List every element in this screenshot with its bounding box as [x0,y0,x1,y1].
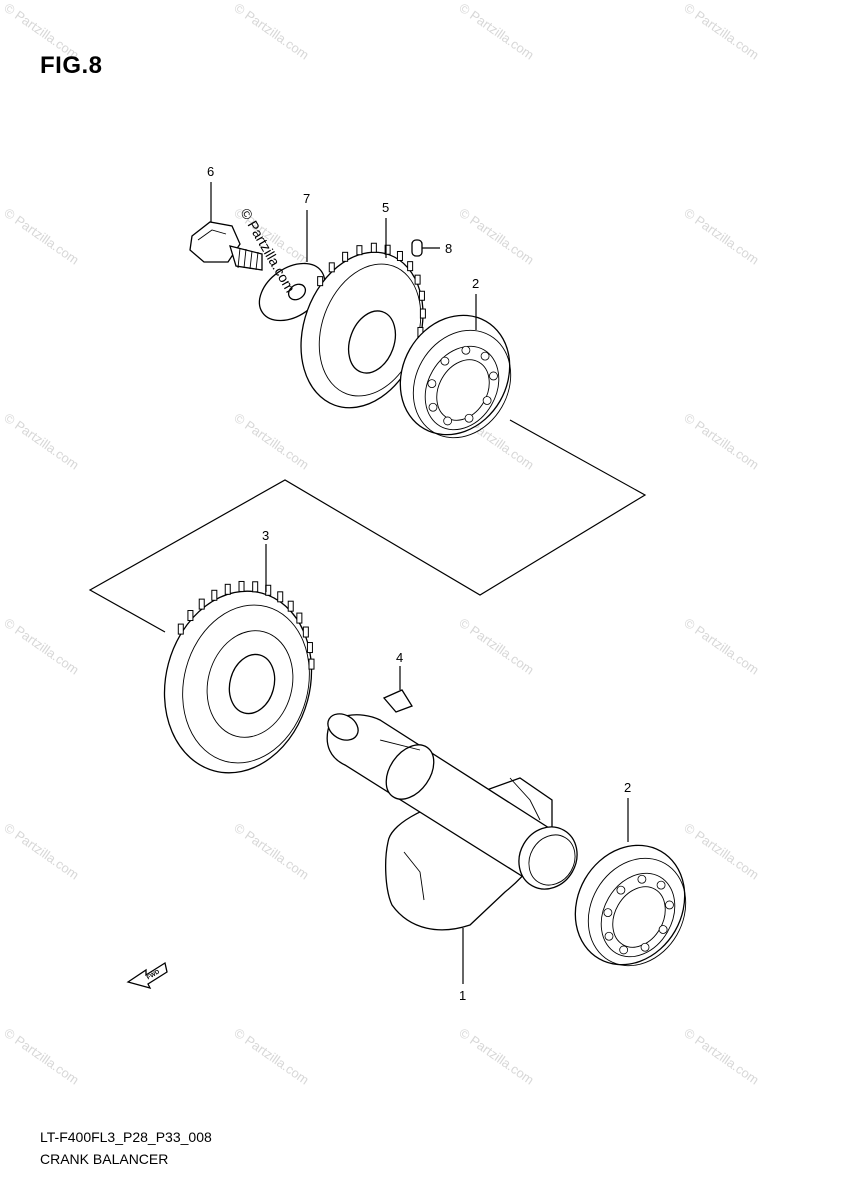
callout-2-upper: 2 [472,276,479,291]
gear-tooth [384,244,391,255]
gear-tooth [224,583,231,595]
bearing-lower-part[interactable] [554,825,706,984]
gear-tooth [277,591,284,603]
gear-tooth [414,274,421,285]
leader-lines [210,182,629,984]
flange-bolt-part[interactable] [189,221,263,271]
bearing-ball [604,931,614,941]
gear-tooth [342,251,349,262]
gear-tooth [370,242,377,253]
callout-5: 5 [382,200,389,215]
bearing-ball [427,379,437,389]
callout-6: 6 [207,164,214,179]
gear-tooth [252,581,259,593]
callout-8: 8 [445,241,452,256]
figure-code: LT-F400FL3_P28_P33_008 [40,1129,212,1145]
gear-tooth [287,600,294,612]
gear-tooth [211,589,218,601]
forward-arrow-icon: FWD [126,961,168,990]
callout-2-lower: 2 [624,780,631,795]
assembly-guide-lines [88,419,647,633]
gear-tooth [356,245,363,256]
gear-tooth [187,610,194,622]
gear-tooth [396,250,403,261]
bearing-ball [665,900,674,910]
gear-tooth [407,261,414,272]
bearing-upper-part[interactable] [379,295,531,455]
figure-name: CRANK BALANCER [40,1151,169,1167]
balancer-drive-gear-part[interactable] [145,574,332,789]
woodruff-key-part[interactable] [382,689,413,713]
gear-tooth [198,598,205,610]
bearing-ball [619,945,629,955]
dowel-pin-part[interactable] [411,239,423,257]
figure-title: FIG.8 [40,52,103,79]
gear-tooth [302,626,309,638]
gear-tooth [238,580,245,592]
bearing-ball [440,356,450,366]
balancer-shaft-part[interactable] [323,709,588,931]
callout-7: 7 [303,191,310,206]
bearing-ball [489,371,498,381]
callout-3: 3 [262,528,269,543]
gear-tooth [418,290,425,301]
gear-tooth [306,642,313,654]
bearing-ball [461,345,471,355]
callout-labels: 6 7 5 8 2 3 4 2 1 [207,164,631,1003]
bearing-ball [603,908,613,918]
bearing-ball [482,396,492,405]
gear-tooth [308,658,315,670]
bearing-ball [656,880,666,890]
bearing-ball [640,942,650,952]
bearing-ball [616,885,626,895]
callout-4: 4 [396,650,403,665]
gear-tooth [177,623,184,635]
gear-tooth [317,276,324,287]
washer-part[interactable] [249,252,336,333]
gear-tooth [328,262,335,273]
gear-tooth [419,308,426,319]
bearing-ball [637,874,647,884]
bearing-ball [464,413,474,423]
bearing-ball [443,416,453,426]
bearing-ball [428,402,438,412]
bearing-ball [480,351,490,361]
gear-tooth [296,612,303,624]
callout-1: 1 [459,988,466,1003]
bearing-ball [658,925,668,934]
